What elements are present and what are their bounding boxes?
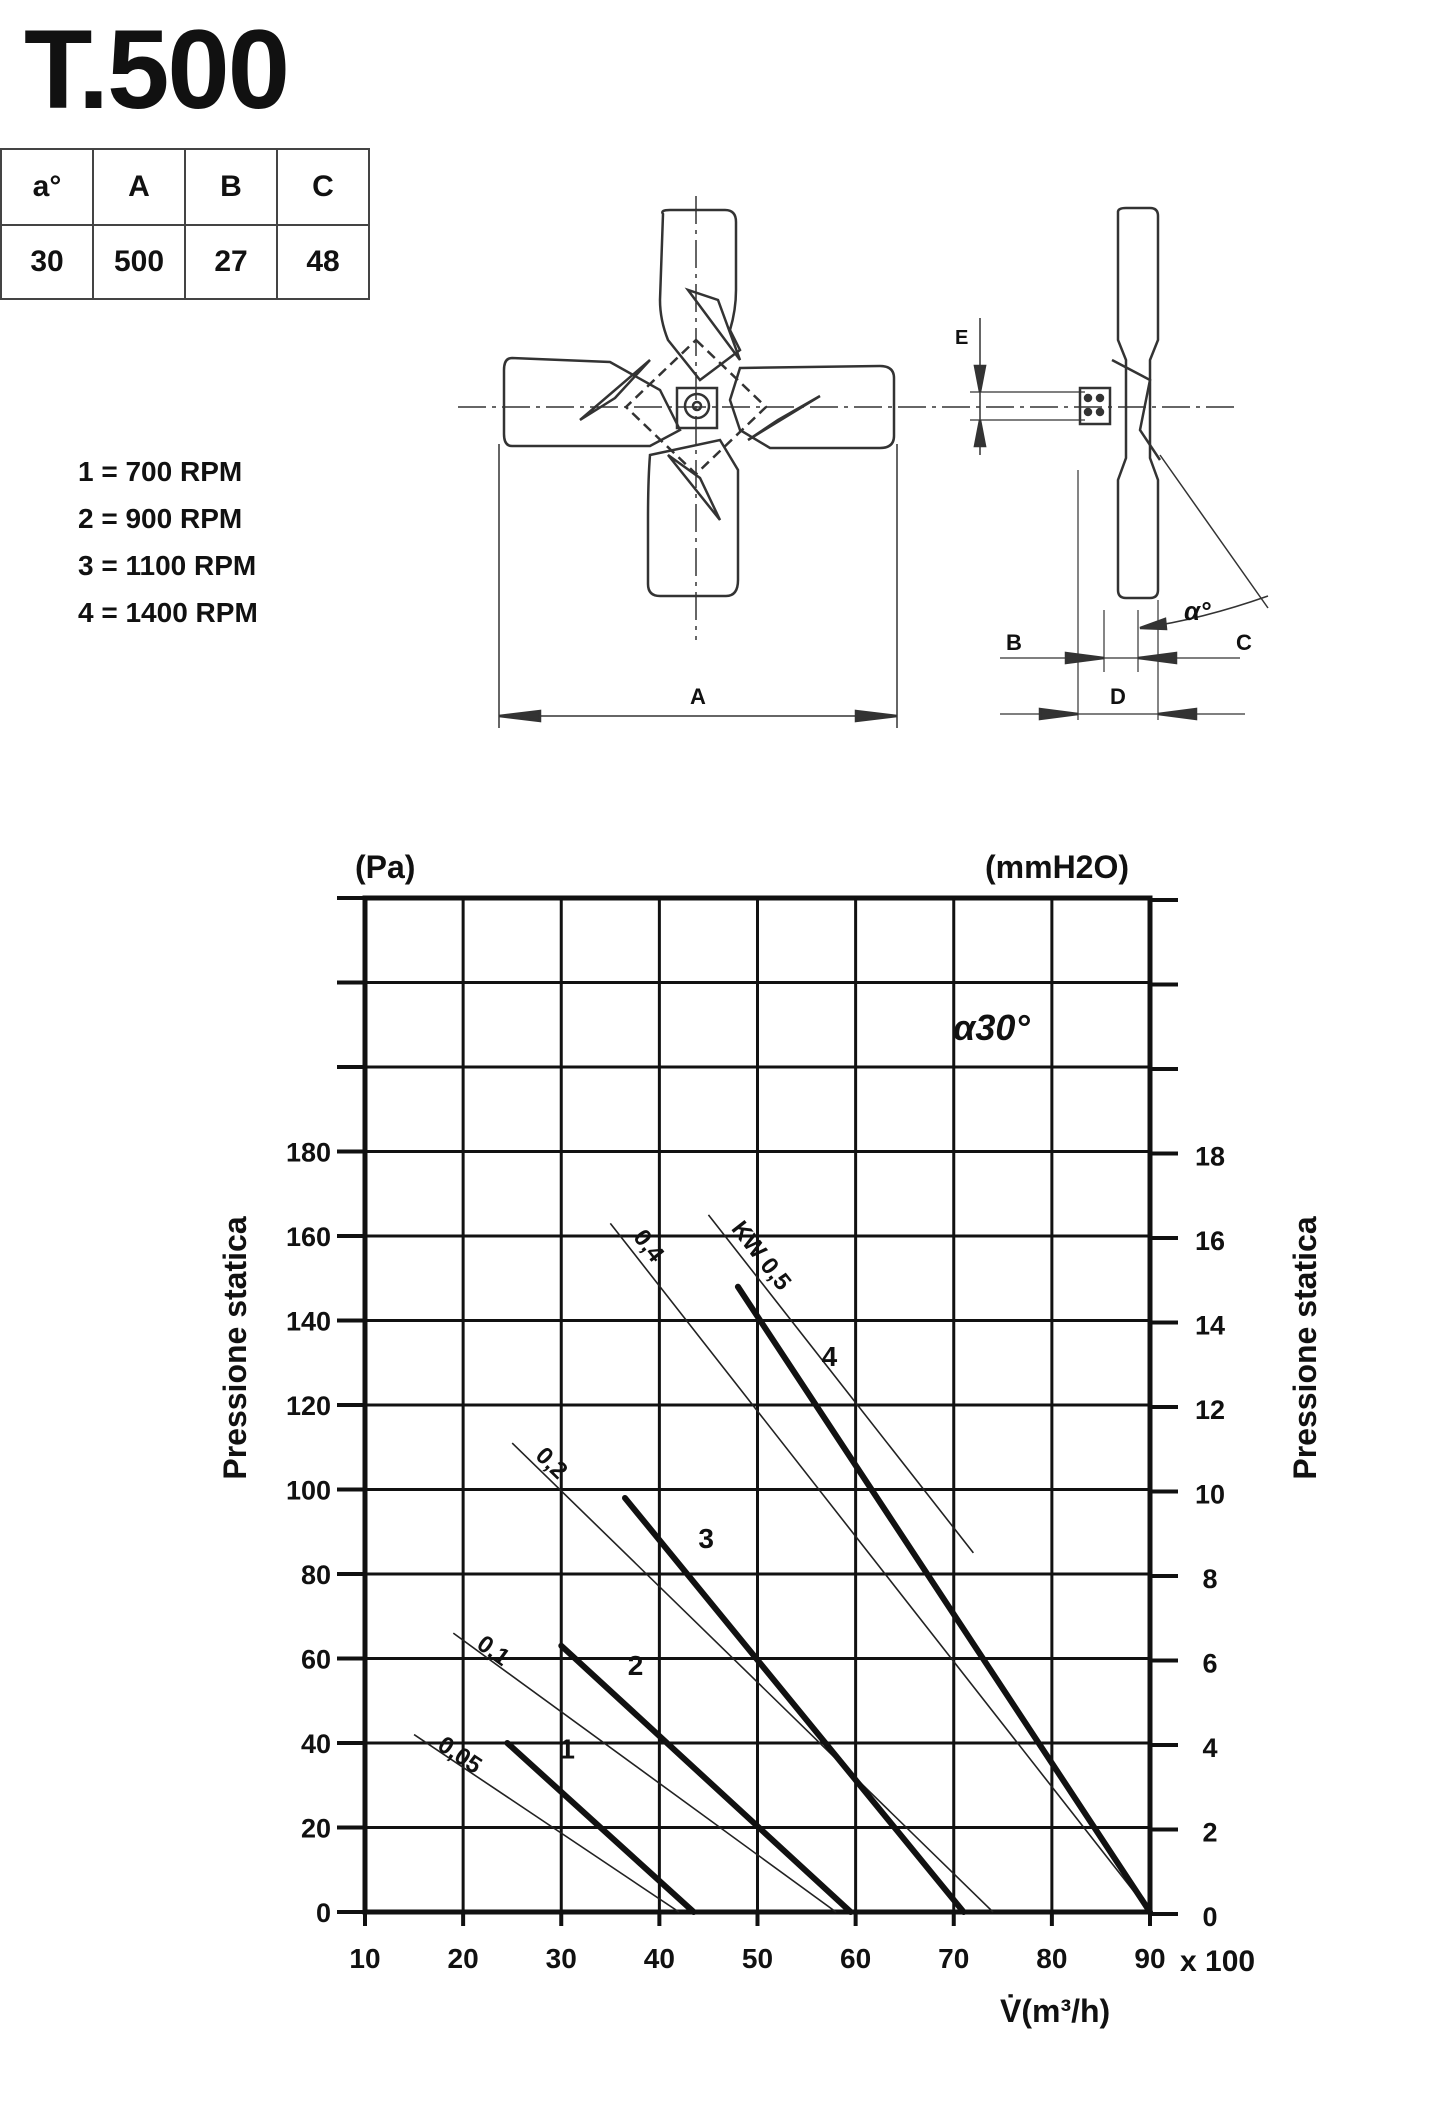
rpm-curve xyxy=(558,1642,854,1915)
power-line-label: 0,1 xyxy=(472,1630,515,1671)
dim-header-b: B xyxy=(184,148,278,226)
dim-header-c: C xyxy=(276,148,370,226)
x-tick-label: 90 xyxy=(1134,1943,1165,1974)
dim-value-angle: 30 xyxy=(0,224,94,300)
dimension-table-values: 30 500 27 48 xyxy=(0,224,370,300)
y-tick-label-left: 80 xyxy=(301,1560,331,1590)
y-tick-label-left: 60 xyxy=(301,1645,331,1675)
rpm-curve xyxy=(504,1740,697,1915)
rpm-curve xyxy=(734,1283,1153,1915)
rpm-legend-item: 4 = 1400 RPM xyxy=(78,597,258,628)
x-axis-multiplier: x 100 xyxy=(1180,1945,1255,1978)
y-tick-label-left: 0 xyxy=(316,1898,331,1928)
power-line-label: 0,2 xyxy=(530,1442,573,1485)
dimension-table: a° A B C 30 500 27 48 xyxy=(0,148,370,300)
y-tick-label-right: 4 xyxy=(1202,1733,1217,1763)
power-line xyxy=(707,1214,975,1554)
dim-label-c: C xyxy=(1236,630,1252,655)
dim-label-b: B xyxy=(1006,630,1022,655)
rpm-curve xyxy=(622,1495,967,1915)
y-tick-label-left: 120 xyxy=(286,1391,331,1421)
x-tick-label: 80 xyxy=(1036,1943,1067,1974)
model-title: T.500 xyxy=(24,7,290,132)
x-tick-label: 70 xyxy=(938,1943,969,1974)
rpm-curve-label: 1 xyxy=(559,1734,575,1765)
y-tick-label-right: 10 xyxy=(1195,1480,1225,1510)
dim-label-alpha: α° xyxy=(1184,596,1211,626)
rpm-legend-item: 1 = 700 RPM xyxy=(78,456,243,487)
x-tick-label: 10 xyxy=(349,1943,380,1974)
y-tick-label-right: 12 xyxy=(1195,1395,1225,1425)
fan-side-view xyxy=(970,206,1269,721)
dim-header-a: A xyxy=(92,148,186,226)
x-tick-label: 60 xyxy=(840,1943,871,1974)
y-tick-label-right: 14 xyxy=(1195,1311,1225,1341)
y-tick-label-left: 140 xyxy=(286,1307,331,1337)
dim-value-b: 27 xyxy=(184,224,278,300)
power-line xyxy=(609,1222,1151,1913)
y-tick-label-right: 0 xyxy=(1202,1902,1217,1932)
y-tick-label-left: 180 xyxy=(286,1138,331,1168)
fan-front-view xyxy=(458,196,1240,728)
dimension-table-header: a° A B C xyxy=(0,148,370,226)
power-line-label: 0,4 xyxy=(628,1224,670,1267)
power-line-label: 0,05 xyxy=(433,1731,487,1779)
rpm-legend-item: 3 = 1100 RPM xyxy=(78,550,257,581)
power-line-label: KW 0,5 xyxy=(726,1216,797,1296)
x-tick-label: 40 xyxy=(644,1943,675,1974)
y-tick-label-right: 6 xyxy=(1202,1649,1217,1679)
angle-annotation: α30° xyxy=(953,1007,1030,1048)
dim-label-a: A xyxy=(690,684,706,709)
dim-header-angle: a° xyxy=(0,148,94,226)
y-tick-label-right: 16 xyxy=(1195,1226,1225,1256)
x-axis-label: V̇(m³/h) xyxy=(1000,1993,1110,2029)
dim-value-c: 48 xyxy=(276,224,370,300)
rpm-curve-label: 2 xyxy=(628,1650,644,1681)
dim-label-d: D xyxy=(1110,684,1126,709)
x-tick-label: 50 xyxy=(742,1943,773,1974)
rpm-legend-item: 2 = 900 RPM xyxy=(78,503,243,534)
power-line xyxy=(413,1733,680,1913)
y-tick-label-right: 18 xyxy=(1195,1142,1225,1172)
y-tick-label-left: 40 xyxy=(301,1729,331,1759)
power-line xyxy=(452,1632,837,1913)
rpm-legend: 1 = 700 RPM 2 = 900 RPM 3 = 1100 RPM 4 =… xyxy=(78,448,258,636)
y-tick-label-left: 20 xyxy=(301,1814,331,1844)
chart-ticks: 0204060801001201401601800246810121416181… xyxy=(286,896,1225,1974)
rpm-curve-label: 3 xyxy=(698,1523,714,1554)
rpm-curve-label: 4 xyxy=(822,1341,838,1372)
right-unit-label: (mmH2O) xyxy=(985,849,1129,885)
dim-value-a: 500 xyxy=(92,224,186,300)
fan-drawing: A E B C D α° xyxy=(458,196,1269,728)
y-tick-label-left: 160 xyxy=(286,1222,331,1252)
x-tick-label: 30 xyxy=(546,1943,577,1974)
y-tick-label-right: 2 xyxy=(1202,1818,1217,1848)
x-tick-label: 20 xyxy=(448,1943,479,1974)
left-unit-label: (Pa) xyxy=(355,849,415,885)
y-tick-label-right: 8 xyxy=(1202,1564,1217,1594)
y-axis-label-left: Pressione statica xyxy=(217,1216,253,1479)
y-axis-label-right: Pressione statica xyxy=(1287,1216,1323,1479)
power-line xyxy=(511,1442,994,1913)
dim-label-e: E xyxy=(955,327,968,349)
y-tick-label-left: 100 xyxy=(286,1476,331,1506)
